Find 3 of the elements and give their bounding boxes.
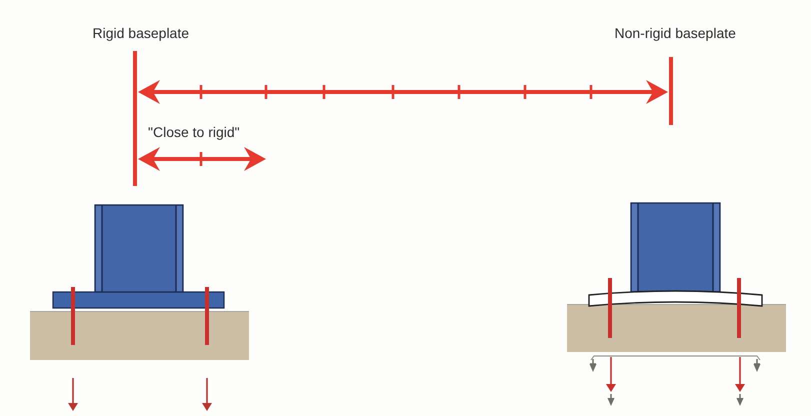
end-label: Rigid baseplate <box>92 25 190 41</box>
range-label: "Close to rigid" <box>148 124 240 140</box>
end-label: Non-rigid baseplate <box>614 25 736 41</box>
